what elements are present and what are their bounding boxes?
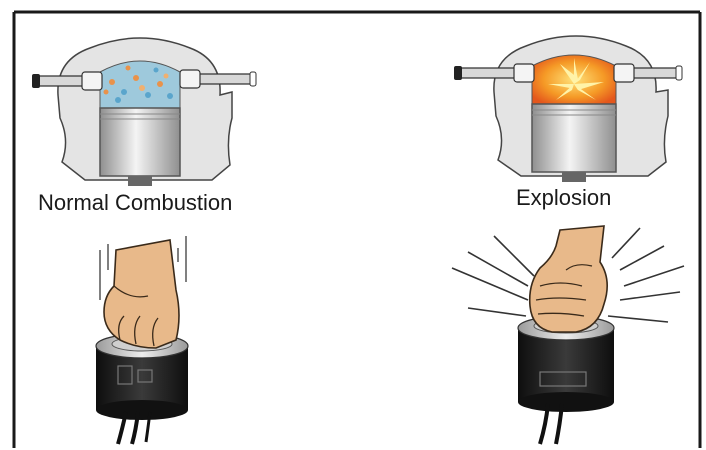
normal-combustion-caption: Normal Combustion [38,190,232,216]
gentle-press-illustration [96,236,188,444]
piston-icon [100,108,180,186]
piston-icon [532,104,616,182]
explosive-strike-illustration [452,226,684,444]
hand-icon [104,240,179,348]
explosion-caption: Explosion [516,185,611,211]
explosion-engine [454,36,682,182]
magnet-body [518,316,614,444]
fist-icon [530,226,607,332]
normal-combustion-engine [32,38,256,186]
magnet-body [96,334,188,444]
